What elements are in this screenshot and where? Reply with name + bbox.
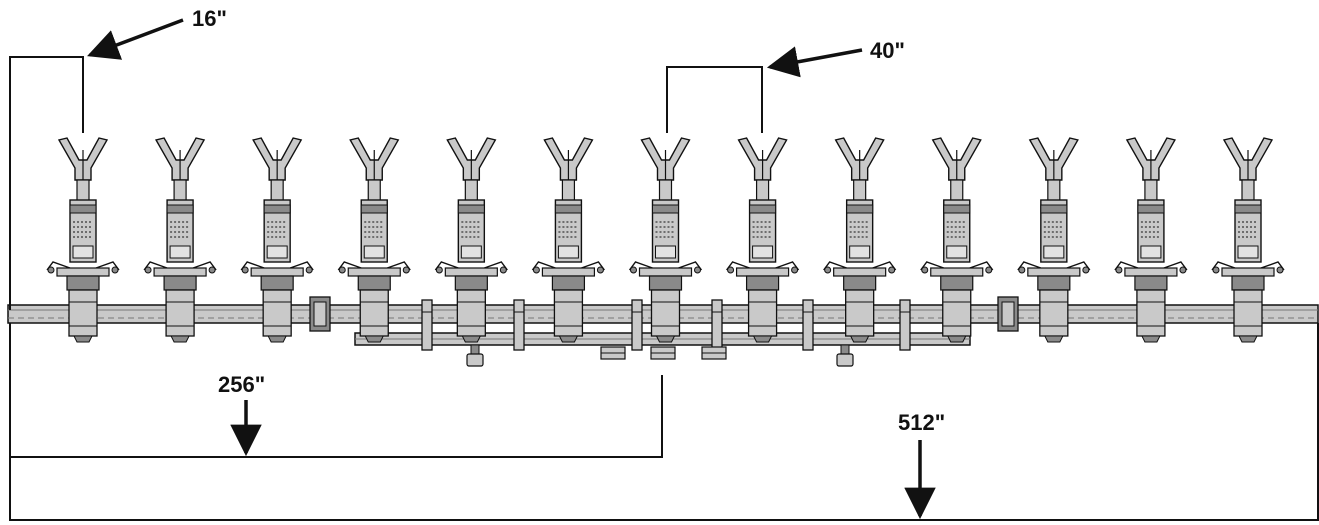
frame-clamp [711,299,723,351]
frame-clamp [631,299,643,351]
row-units [46,137,1285,343]
hitch-hardware [466,344,854,367]
dimension-16 [9,18,184,310]
dimension-256 [9,323,663,458]
dimension-label-40: 40" [870,38,905,63]
row-unit [920,137,994,343]
dimension-label-16: 16" [192,6,227,31]
dimension-label-512: 512" [898,410,946,435]
frame-clamps [309,296,1019,351]
frame-clamp [421,299,433,351]
row-unit [1211,137,1285,343]
row-unit [434,137,508,343]
row-unit [240,137,314,343]
dimension-512 [9,323,1319,521]
frame-clamp [513,299,525,351]
row-unit [726,137,800,343]
dimension-40 [666,46,863,133]
dimension-label-256: 256" [218,372,266,397]
frame-clamp [899,299,911,351]
frame-clamp [802,299,814,351]
row-unit [823,137,897,343]
row-unit [628,137,703,343]
row-unit [1017,137,1091,343]
row-unit [337,137,411,343]
row-unit [143,137,217,343]
row-unit [531,137,605,343]
row-unit [1114,137,1188,343]
row-unit [46,137,120,343]
